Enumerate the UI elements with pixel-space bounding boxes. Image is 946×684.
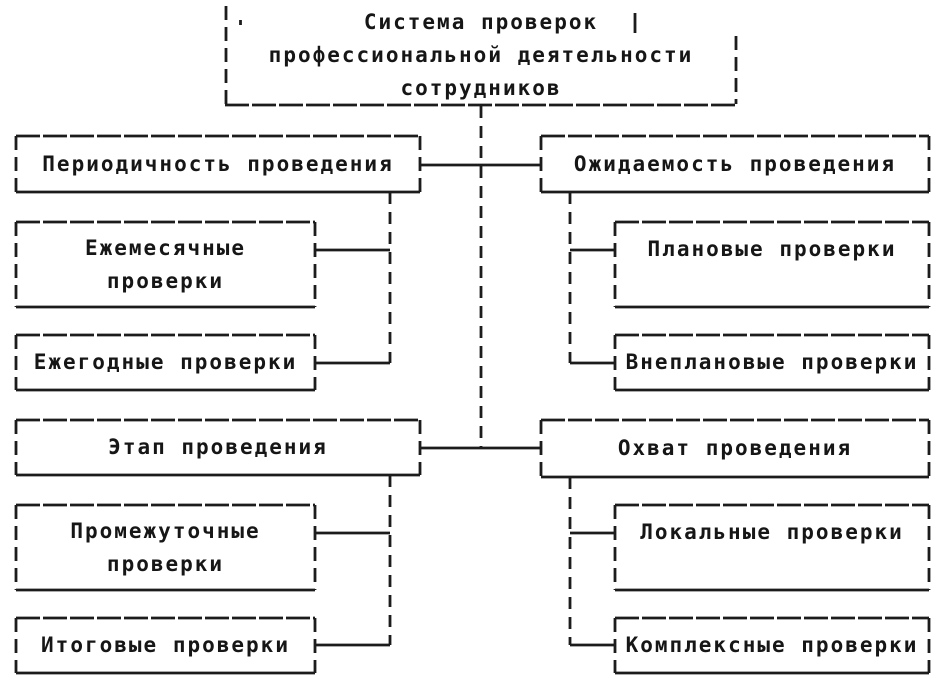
node-expectancy: Ожидаемость проведения	[541, 136, 929, 192]
node-coverage-label: Охват проведения	[617, 436, 853, 460]
node-complex-label: Комплексные проверки	[625, 633, 919, 657]
node-expectancy-label: Ожидаемость проведения	[573, 151, 897, 176]
node-local: Локальные проверки	[615, 505, 929, 590]
node-stage: Этап проведения	[16, 420, 420, 475]
node-annual: Ежегодные проверки	[16, 335, 315, 390]
node-intermediate: Промежуточные проверки	[16, 505, 315, 590]
node-coverage: Охват проведения	[541, 420, 929, 477]
node-complex: Комплексные проверки	[615, 618, 929, 673]
node-unplanned: Внеплановые проверки	[615, 335, 929, 390]
node-root: Система проверок профессиональной деятел…	[225, 4, 737, 106]
node-final: Итоговые проверки	[16, 618, 315, 673]
node-annual-label: Ежегодные проверки	[33, 350, 298, 374]
node-final-label: Итоговые проверки	[41, 633, 290, 657]
node-root-label: Система проверок профессиональной деятел…	[268, 9, 694, 100]
node-periodicity: Периодичность проведения	[16, 136, 420, 192]
node-intermediate-label: Промежуточные проверки	[70, 518, 261, 576]
node-monthly-label: Ежемесячные проверки	[84, 235, 247, 293]
node-planned-label: Плановые проверки	[647, 237, 897, 261]
node-planned: Плановые проверки	[615, 222, 929, 307]
node-monthly: Ежемесячные проверки	[16, 222, 315, 307]
node-unplanned-label: Внеплановые проверки	[625, 350, 919, 374]
node-periodicity-label: Периодичность проведения	[42, 151, 394, 176]
node-stage-label: Этап проведения	[108, 435, 328, 459]
node-local-label: Локальные проверки	[640, 520, 904, 544]
